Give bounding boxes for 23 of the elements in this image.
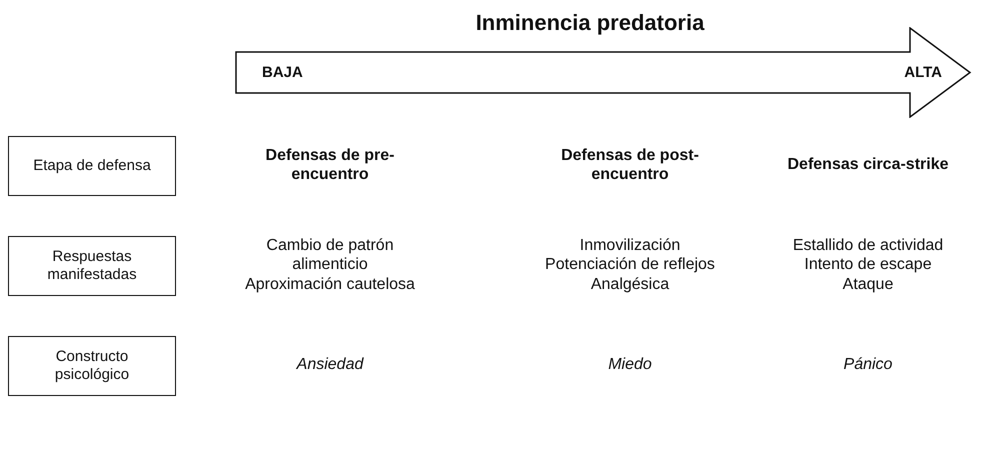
construct-label: Miedo — [608, 355, 652, 375]
row-header-text: Respuestas manifestadas — [46, 248, 138, 284]
row-header-text: Constructo psicológico — [54, 348, 130, 384]
response-item: Estallido de actividad — [792, 236, 944, 256]
column-heading: Defensas de pre-encuentro — [264, 146, 396, 184]
response-item: Inmovilización — [580, 236, 680, 256]
scale-label: BAJA — [262, 64, 303, 81]
column-heading: Defensas de post-encuentro — [560, 146, 700, 184]
response-item: Aproximación cautelosa — [245, 274, 415, 294]
column-heading: Defensas circa-strike — [786, 155, 950, 175]
row-header-text: Etapa de defensa — [32, 157, 152, 175]
title: Inminencia predatoria — [474, 10, 706, 36]
construct-label: Pánico — [844, 355, 892, 375]
response-item: Cambio de patrón alimenticio — [265, 236, 395, 275]
response-item: Potenciación de reflejos — [545, 255, 715, 275]
response-item: Intento de escape — [804, 255, 932, 275]
construct-label: Ansiedad — [296, 355, 364, 375]
response-item: Analgésica — [590, 274, 670, 294]
row-header-box — [8, 136, 176, 196]
row-header-box — [8, 336, 176, 396]
row-header-box — [8, 236, 176, 296]
scale-label: ALTA — [904, 64, 942, 81]
response-item: Ataque — [842, 274, 894, 294]
